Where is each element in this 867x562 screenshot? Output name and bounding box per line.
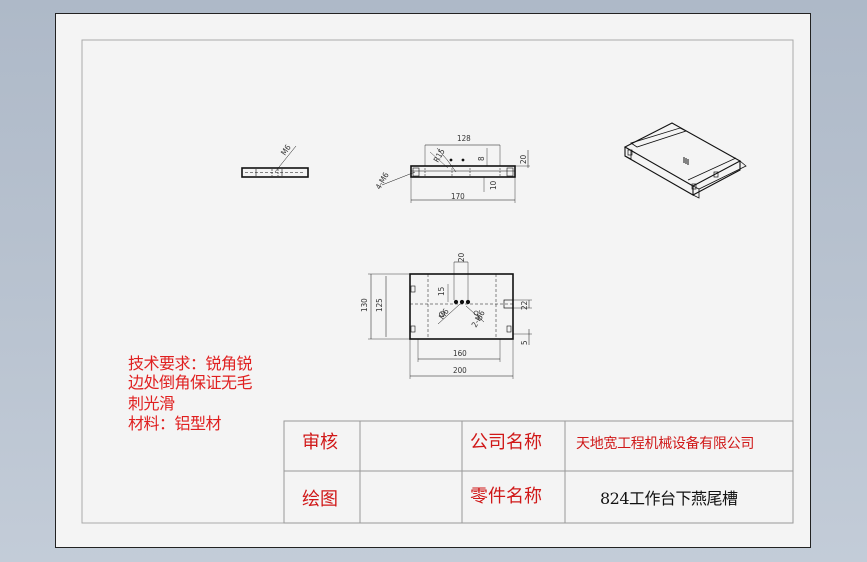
dim-front-8: 8	[477, 156, 486, 161]
dim-front-20: 20	[519, 154, 528, 164]
dim-side-m6: M6	[279, 143, 293, 157]
company-label: 公司名称	[470, 432, 542, 453]
dim-front-128: 128	[457, 134, 471, 143]
isometric-view	[623, 122, 747, 199]
tech-note-line-1: 技术要求：锐角锐	[128, 354, 253, 373]
dim-front-r15: R15	[432, 147, 447, 164]
dim-top-m6: M6	[437, 307, 451, 321]
drawing-sheet	[55, 13, 811, 548]
tech-note-line-2: 边处倒角保证无毛	[128, 373, 253, 392]
tech-note-line-3: 刺光滑	[128, 394, 175, 413]
dim-front-4m6: 4-M6	[374, 171, 391, 191]
drawing-label: 绘图	[302, 489, 338, 510]
dim-top-5: 5	[520, 340, 529, 345]
dim-top-200: 200	[453, 366, 467, 375]
company-value: 天地宽工程机械设备有限公司	[576, 436, 755, 452]
side-view	[241, 145, 309, 178]
dim-top-130: 130	[360, 298, 369, 312]
dim-top-160: 160	[453, 349, 467, 358]
tech-note-line-4: 材料：铝型材	[128, 414, 222, 433]
dim-front-10: 10	[489, 180, 498, 190]
front-view	[381, 144, 530, 203]
review-label: 审核	[302, 432, 338, 453]
dim-top-20: 20	[457, 252, 466, 262]
dim-top-22: 22	[520, 301, 529, 310]
part-value: 824工作台下燕尾槽	[600, 489, 738, 508]
dim-front-170: 170	[451, 192, 465, 201]
dim-top-125: 125	[375, 298, 384, 312]
title-block-grid	[283, 420, 794, 524]
top-view	[368, 261, 532, 379]
dim-top-15: 15	[437, 287, 446, 296]
part-label: 零件名称	[470, 486, 542, 507]
